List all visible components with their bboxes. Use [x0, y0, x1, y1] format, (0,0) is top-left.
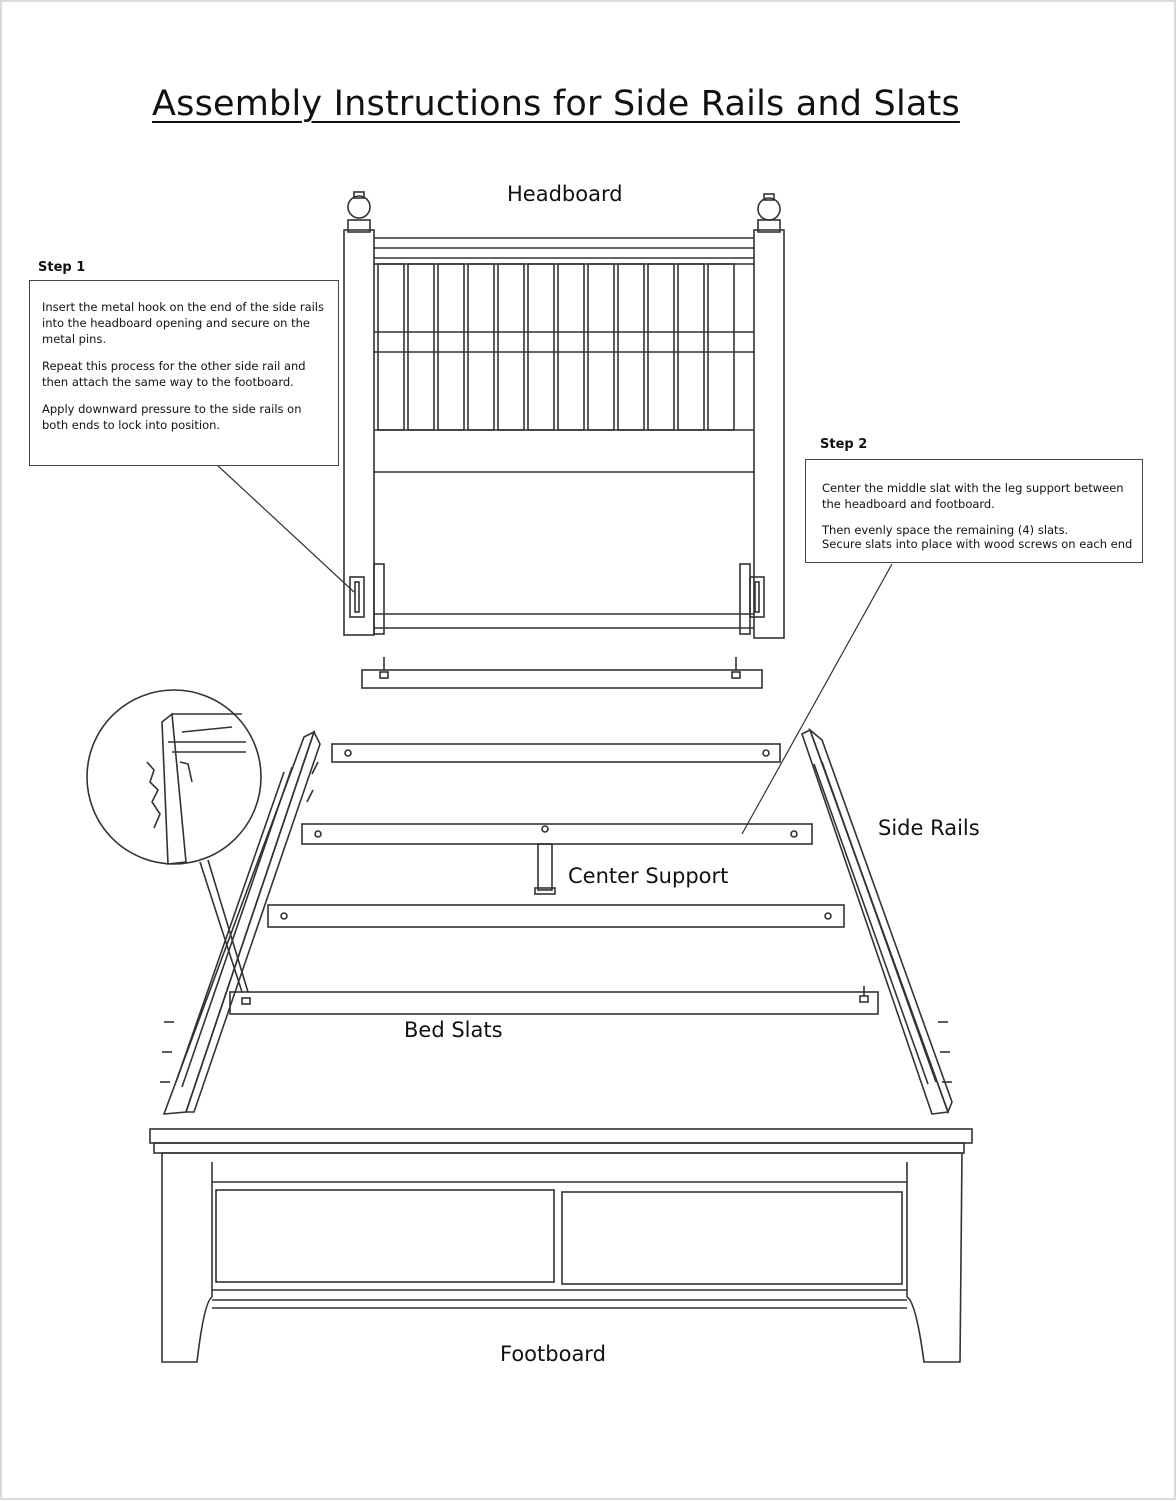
step1-title: Step 1: [38, 260, 86, 275]
label-footboard: Footboard: [500, 1342, 606, 1366]
bed-slats-drawing: [229, 743, 879, 1015]
label-headboard: Headboard: [507, 182, 623, 206]
rail-hook-detail-drawing: [86, 689, 262, 993]
label-side-rails: Side Rails: [878, 816, 980, 840]
page-title: Assembly Instructions for Side Rails and…: [152, 84, 960, 124]
step2-paragraph: Then evenly space the remaining (4) slat…: [822, 523, 1069, 537]
left-side-rail-drawing: [160, 729, 321, 1115]
step2-title: Step 2: [820, 437, 868, 452]
step2-paragraph: Secure slats into place with wood screws…: [822, 537, 1133, 551]
step1-paragraph: Apply downward pressure to the side rail…: [42, 402, 302, 432]
footboard-drawing: [149, 1128, 973, 1363]
step1-box: Insert the metal hook on the end of the …: [29, 280, 339, 466]
step2-paragraph: Center the middle slat with the leg supp…: [822, 481, 1124, 511]
label-center-support: Center Support: [568, 864, 729, 888]
right-side-rail-drawing: [801, 727, 953, 1115]
label-bed-slats: Bed Slats: [404, 1018, 503, 1042]
headboard-drawing: [343, 191, 785, 639]
headboard-slat-drawing: [361, 657, 763, 689]
leader-lines: [215, 463, 893, 835]
step1-paragraph: Repeat this process for the other side r…: [42, 359, 306, 389]
center-support-drawing: [534, 843, 556, 895]
step2-box: Center the middle slat with the leg supp…: [805, 459, 1143, 563]
step1-paragraph: Insert the metal hook on the end of the …: [42, 300, 324, 346]
